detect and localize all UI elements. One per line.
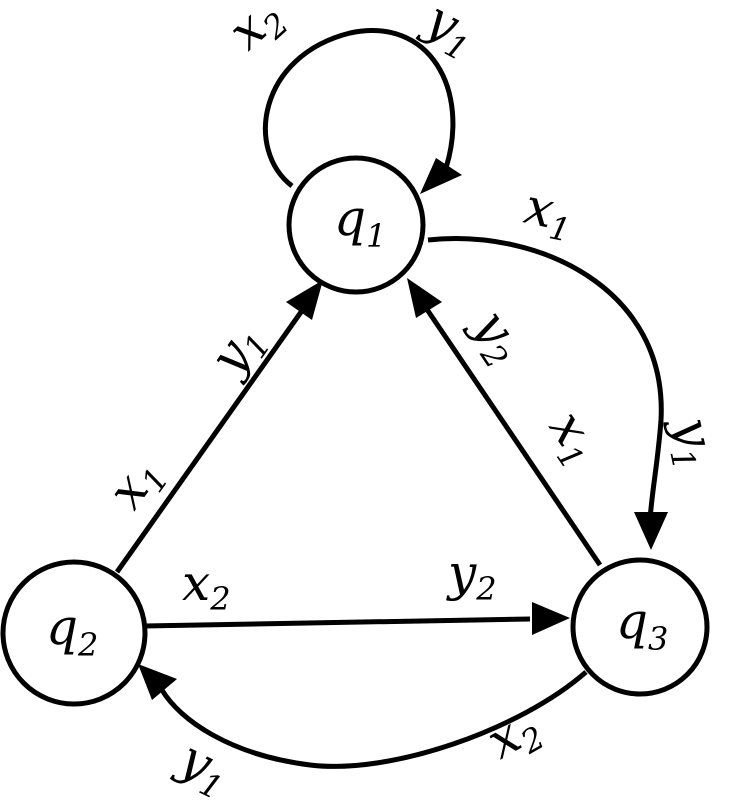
state-q2-label: q2 xyxy=(46,598,98,664)
state-q1-label: q1 xyxy=(334,189,386,255)
edge-label-q2-q3-input: x2 xyxy=(182,554,231,618)
state-q3: q3 xyxy=(570,557,710,697)
edge-label-q3-q2-output: y1 xyxy=(166,728,240,807)
edge-label-q2-q3-output: y2 xyxy=(446,544,497,608)
edge-label-q2-q1-output: y1 xyxy=(197,312,278,390)
state-q3-label: q3 xyxy=(616,592,668,658)
edge-q3-to-q2 xyxy=(159,670,588,769)
edge-q2-to-q3-arrowhead xyxy=(532,602,570,635)
state-q1: q1 xyxy=(286,155,426,295)
edge-label-q1-q3-input: x1 xyxy=(518,177,579,250)
state-q1-circle xyxy=(286,155,426,295)
edge-q1-to-q3 xyxy=(427,236,664,521)
edge-label-q3-q1-input: x1 xyxy=(533,400,613,476)
edge-label-q3-q1-output: y2 xyxy=(456,298,537,376)
state-q2: q2 xyxy=(0,559,148,707)
edge-q3-to-q1 xyxy=(421,303,603,567)
edge-q3-to-q2-arrowhead xyxy=(138,664,177,700)
edge-label-q1-q3-output: y1 xyxy=(656,410,729,473)
edge-q1-self-loop-arrowhead xyxy=(420,158,462,194)
edge-q1-self-loop xyxy=(262,28,456,188)
edge-q2-to-q1 xyxy=(114,303,309,574)
edge-label-q2-q1-input: x1 xyxy=(96,446,176,522)
edge-label-q1-self-output: y1 xyxy=(412,0,487,69)
edge-q1-to-q3-arrowhead xyxy=(634,512,668,550)
edge-label-q1-self-input: x2 xyxy=(217,0,296,65)
edge-q2-to-q1-arrowhead xyxy=(286,280,323,320)
edge-q2-to-q3 xyxy=(143,616,531,629)
state-q3-circle xyxy=(570,557,710,697)
state-q2-circle xyxy=(0,559,148,707)
edge-label-q3-q2-input: x2 xyxy=(477,696,551,776)
edge-q3-to-q1-arrowhead xyxy=(407,278,442,318)
